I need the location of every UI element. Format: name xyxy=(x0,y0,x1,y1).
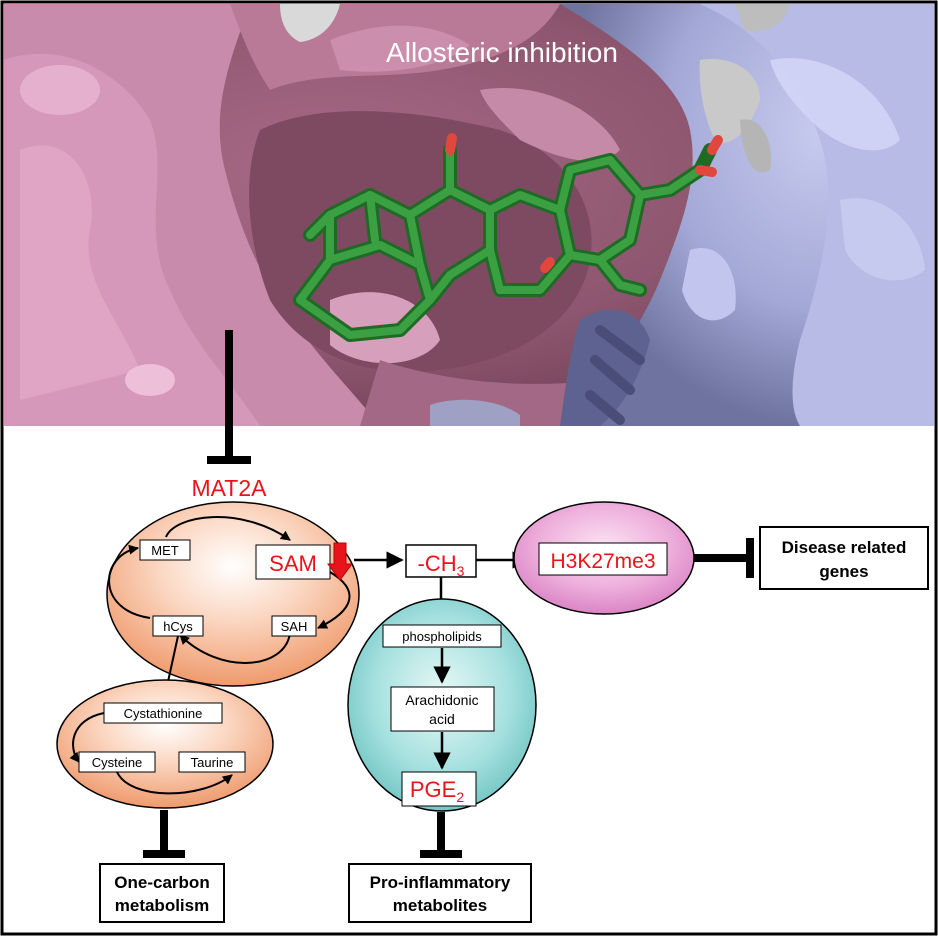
allosteric-inhibition-connector xyxy=(207,330,251,464)
decrease-arrow-icon xyxy=(327,542,353,581)
methyl-group-label: -CH3 xyxy=(418,551,465,579)
lipid-pathway: phospholipids Arachidonic acid PGE2 xyxy=(347,598,537,812)
disease-genes-box xyxy=(759,526,929,590)
phospholipids-label: phospholipids xyxy=(402,629,482,644)
pge2-label: PGE2 xyxy=(410,777,464,805)
pro-inflammatory-box xyxy=(348,863,532,923)
transsulfuration-pathway: Cystathionine Cysteine Taurine xyxy=(56,679,274,809)
ligand-molecule xyxy=(293,133,723,342)
pro-inflammatory-line1: Pro-inflammatory xyxy=(370,873,511,892)
one-carbon-line2: metabolism xyxy=(115,896,209,915)
one-carbon-metabolism-box xyxy=(99,863,225,923)
protein-structure-image: Allosteric inhibition xyxy=(4,4,934,426)
one-carbon-line1: One-carbon xyxy=(114,873,209,892)
cystathionine-label: Cystathionine xyxy=(124,706,203,721)
mat2a-label: MAT2A xyxy=(192,475,268,501)
methionine-cycle: MET SAM SAH hCys xyxy=(106,501,360,687)
methyl-group-box xyxy=(405,544,477,578)
arachidonic-line1: Arachidonic xyxy=(405,692,478,708)
header-title: Allosteric inhibition xyxy=(386,37,618,68)
cysteine-label: Cysteine xyxy=(92,755,143,770)
taurine-label: Taurine xyxy=(191,755,234,770)
arachidonic-line2: acid xyxy=(429,711,455,727)
sah-label: SAH xyxy=(281,619,308,634)
met-label: MET xyxy=(151,543,179,558)
disease-genes-line2: genes xyxy=(819,562,868,581)
pro-inflammatory-line2: metabolites xyxy=(393,896,487,915)
sam-label: SAM xyxy=(269,551,317,576)
h3k27me3-label: H3K27me3 xyxy=(550,550,655,573)
hcys-label: hCys xyxy=(163,619,193,634)
disease-genes-line1: Disease related xyxy=(782,538,907,557)
histone-methylation: H3K27me3 xyxy=(513,501,695,615)
